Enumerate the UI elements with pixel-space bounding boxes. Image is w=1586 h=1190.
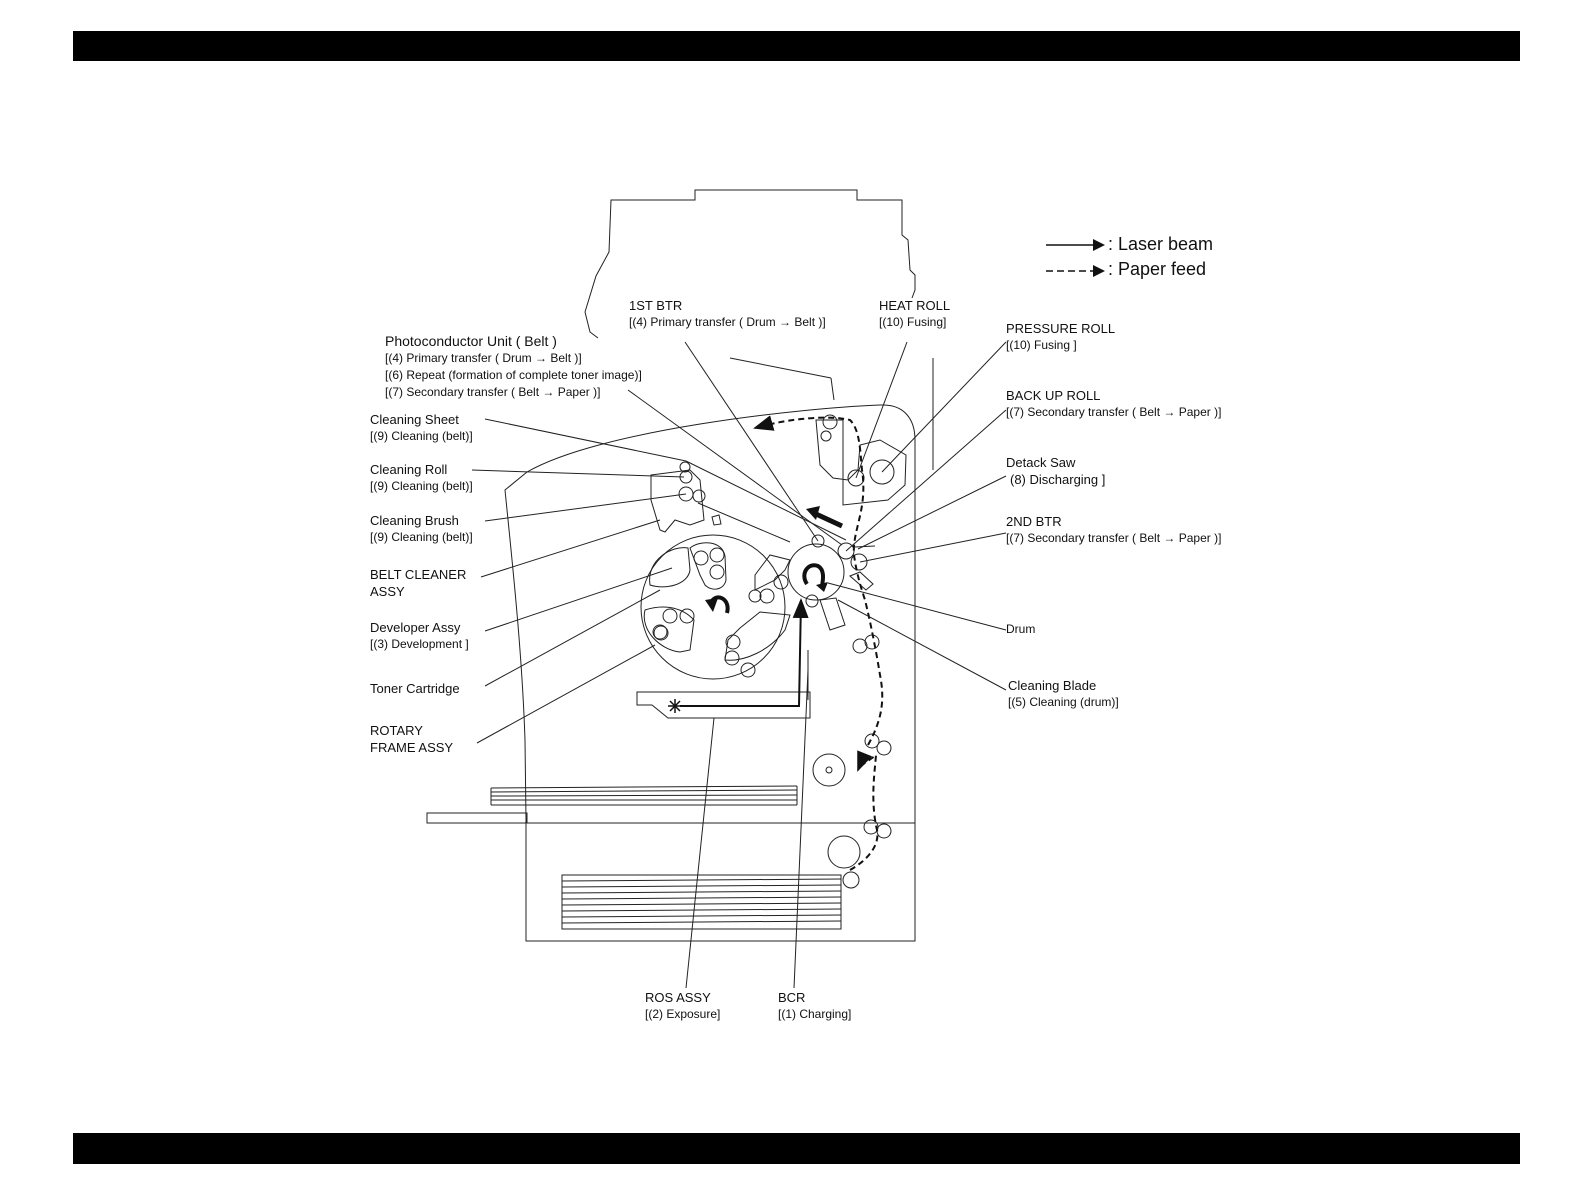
legend-glyphs: [1046, 239, 1105, 277]
label-back-up-roll: BACK UP ROLL [(7) Secondary transfer ( B…: [1006, 387, 1221, 421]
header-bar: [73, 31, 1520, 61]
curved-arrow-icon: [816, 582, 828, 592]
1st-btr-sub: [(4) Primary transfer ( Drum → Belt )]: [629, 315, 826, 329]
belt-cleaner-line-1: BELT CLEANER: [370, 567, 467, 582]
cleaning-blade-sub: [(5) Cleaning (drum)]: [1008, 695, 1119, 709]
first-btr-roll: [811, 534, 825, 548]
label-heat-roll: HEAT ROLL [(10) Fusing]: [879, 297, 950, 331]
cleaning-sheet-title: Cleaning Sheet: [370, 412, 459, 427]
ros-title: ROS ASSY: [645, 990, 711, 1005]
developer-sub: [(3) Development ]: [370, 637, 469, 651]
pickup-roll-upper: [812, 753, 846, 787]
leader-lines: [471, 341, 1007, 989]
pc-belt-upper: [685, 460, 847, 541]
label-photoconductor: Photoconductor Unit ( Belt ) [(4) Primar…: [385, 333, 642, 401]
drum-title: Drum: [1006, 622, 1036, 636]
top-cover-outline: [584, 189, 916, 313]
top-cover-lower: [584, 311, 599, 339]
photoconductor-line-3: [(7) Secondary transfer ( Belt → Paper )…: [385, 385, 601, 399]
footer-bar: [73, 1133, 1520, 1164]
fuser-exit-roll-1: [822, 414, 838, 430]
2nd-btr-title: 2ND BTR: [1006, 514, 1062, 529]
legend-laser-beam: : Laser beam: [1108, 234, 1214, 254]
label-bcr: BCR [(1) Charging]: [778, 989, 851, 1023]
label-cleaning-roll: Cleaning Roll [(9) Cleaning (belt)]: [370, 461, 473, 495]
developer-title: Developer Assy: [370, 620, 461, 635]
back-up-roll: [837, 542, 855, 560]
fuser-unit: [815, 419, 907, 506]
2nd-btr-sub: [(7) Secondary transfer ( Belt → Paper )…: [1006, 531, 1222, 545]
label-pressure-roll: PRESSURE ROLL [(10) Fusing ]: [1006, 320, 1115, 354]
second-btr: [850, 553, 868, 571]
label-toner-cartridge: Toner Cartridge: [370, 680, 460, 697]
cleaning-brush-title: Cleaning Brush: [370, 513, 459, 528]
label-belt-cleaner-assy: BELT CLEANER ASSY: [370, 566, 466, 600]
pressure-roll: [869, 459, 895, 485]
belt-cleaner-body: [650, 469, 705, 533]
bcr-title: BCR: [778, 990, 806, 1005]
cleaning-roll-sub: [(9) Cleaning (belt)]: [370, 479, 473, 493]
label-2nd-btr: 2ND BTR [(7) Secondary transfer ( Belt →…: [1006, 513, 1221, 547]
ros-sub: [(2) Exposure]: [645, 1007, 721, 1021]
detack-saw-title: Detack Saw: [1006, 455, 1076, 470]
pickup-roll-lower: [827, 835, 861, 869]
cleaning-blade-title: Cleaning Blade: [1008, 678, 1097, 693]
label-cleaning-brush: Cleaning Brush [(9) Cleaning (belt)]: [370, 512, 473, 546]
pc-belt-lower: [697, 502, 791, 543]
upper-tray-stack: [490, 785, 798, 806]
cleaning-brush-sub: [(9) Cleaning (belt)]: [370, 530, 473, 544]
curved-arrow-icon: [705, 598, 718, 612]
bcr-sub: [(1) Charging]: [778, 1007, 852, 1021]
ros-assy: [636, 691, 811, 719]
solid-arrow-icon: [806, 506, 844, 529]
heat-roll-title: HEAT ROLL: [879, 298, 951, 313]
label-drum: Drum: [1006, 621, 1035, 638]
rotary-frame: [640, 534, 786, 680]
cleaning-roll-title: Cleaning Roll: [370, 462, 448, 477]
rotary-line-2: FRAME ASSY: [370, 740, 454, 755]
label-rotary-frame-assy: ROTARY FRAME ASSY: [370, 722, 453, 756]
main-body-outline: [504, 404, 916, 942]
cleaning-sheet-sub: [(9) Cleaning (belt)]: [370, 429, 473, 443]
fuser-exit-roll-2: [820, 430, 832, 442]
toner-title: Toner Cartridge: [370, 681, 460, 696]
back-up-roll-sub: [(7) Secondary transfer ( Belt → Paper )…: [1006, 405, 1222, 419]
manual-feed-tray: [426, 812, 528, 824]
label-ros-assy: ROS ASSY [(2) Exposure]: [645, 989, 720, 1023]
paper-feed-path: [753, 415, 884, 871]
belt-cleaner-line-2: ASSY: [370, 584, 405, 599]
detack-saw-sub: (8) Discharging ]: [1010, 472, 1106, 487]
photoconductor-title: Photoconductor Unit ( Belt ): [385, 333, 557, 349]
starburst-icon: [668, 699, 682, 713]
rotary-line-1: ROTARY: [370, 723, 423, 738]
pressure-roll-title: PRESSURE ROLL: [1006, 321, 1116, 336]
heat-roll-sub: [(10) Fusing]: [879, 315, 947, 329]
photoconductor-line-2: [(6) Repeat (formation of complete toner…: [385, 368, 642, 382]
bcr-roll: [805, 594, 819, 608]
label-1st-btr: 1ST BTR [(4) Primary transfer ( Drum → B…: [629, 297, 826, 331]
1st-btr-title: 1ST BTR: [629, 298, 683, 313]
drum: [787, 543, 845, 601]
pressure-roll-sub: [(10) Fusing ]: [1006, 338, 1077, 352]
legend-paper-feed: : Paper feed: [1108, 259, 1207, 279]
heat-roll: [847, 469, 865, 487]
back-up-roll-title: BACK UP ROLL: [1006, 388, 1101, 403]
photoconductor-line-1: [(4) Primary transfer ( Drum → Belt )]: [385, 351, 582, 365]
label-cleaning-sheet: Cleaning Sheet [(9) Cleaning (belt)]: [370, 411, 473, 445]
label-detack-saw: Detack Saw (8) Discharging ]: [1006, 454, 1105, 488]
label-developer-assy: Developer Assy [(3) Development ]: [370, 619, 469, 653]
lower-cassette-stack: [561, 874, 842, 930]
cleaning-blade-holder: [819, 597, 846, 631]
laser-beam-path: [680, 598, 809, 707]
label-cleaning-blade: Cleaning Blade [(5) Cleaning (drum)]: [1008, 677, 1119, 711]
